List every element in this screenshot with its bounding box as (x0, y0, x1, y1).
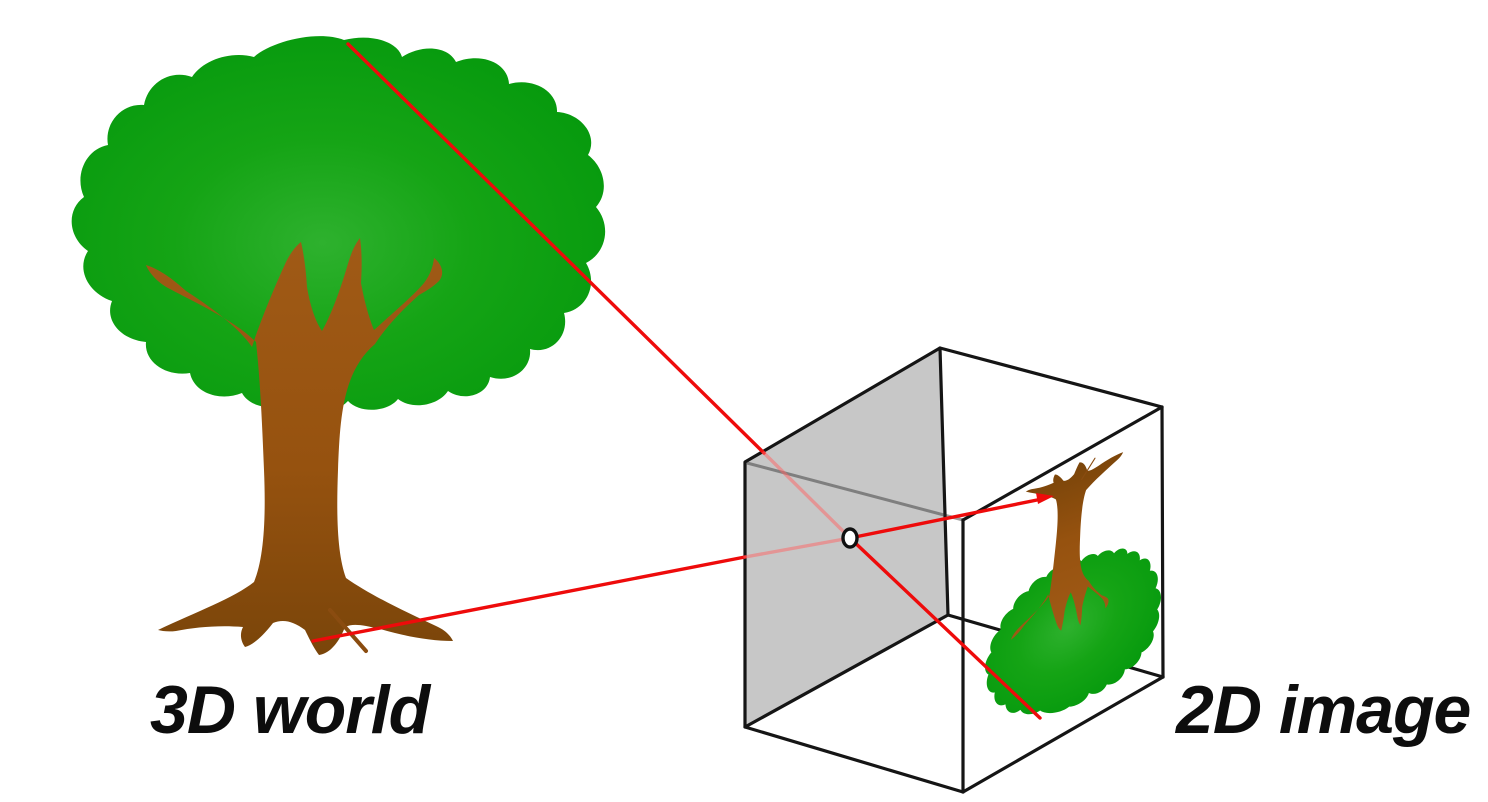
projection-ray-from-treetop (346, 42, 766, 455)
ray-top-inside-segment (848, 536, 1042, 720)
ray-base-faint-segment (743, 536, 852, 559)
ray-base-inside-segment (848, 497, 1044, 540)
ray-top-faint-segment (762, 451, 852, 540)
ray-arrowhead (1036, 493, 1054, 504)
projection-rays (311, 42, 1054, 720)
label-2d-image: 2D image (1176, 672, 1471, 748)
inverted-tree-image (978, 427, 1175, 742)
pinhole-aperture (841, 527, 859, 549)
projection-ray-from-treebase (311, 555, 747, 643)
label-3d-world: 3D world (150, 672, 430, 748)
tree-3d (69, 34, 608, 658)
